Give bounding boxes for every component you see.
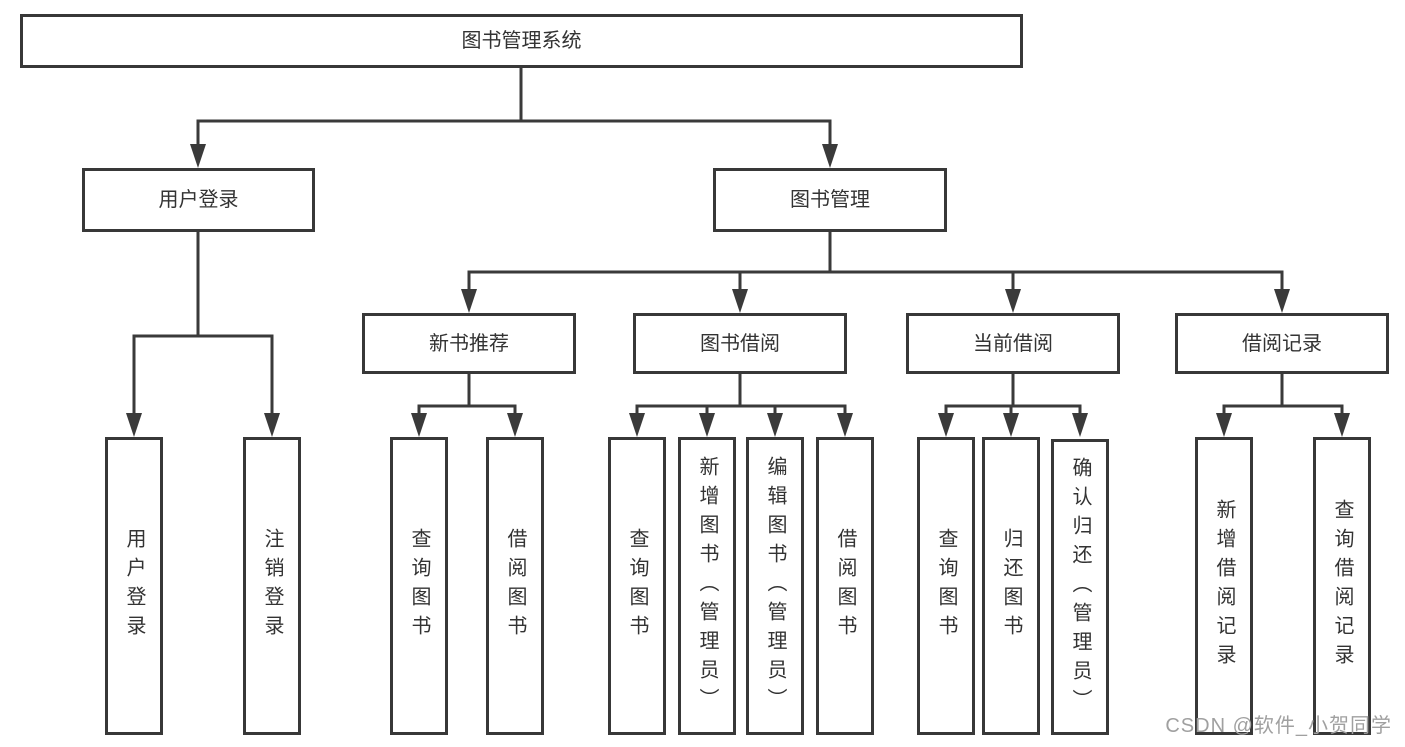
- leaf-edit-books-admin: 编辑图书（管理员）: [746, 437, 804, 735]
- leaf-label: 新增图书（管理员）: [696, 455, 718, 717]
- leaf-user-login: 用户登录: [105, 437, 163, 735]
- leaf-label: 查询图书: [626, 528, 648, 644]
- node-current-borrow: 当前借阅: [906, 313, 1120, 374]
- leaf-label: 查询借阅记录: [1331, 499, 1353, 673]
- node-borrow-records: 借阅记录: [1175, 313, 1389, 374]
- leaf-label: 用户登录: [123, 528, 145, 644]
- leaf-confirm-return-admin: 确认归还（管理员）: [1051, 439, 1109, 735]
- leaf-label: 新增借阅记录: [1213, 499, 1235, 673]
- leaf-label: 归还图书: [1000, 528, 1022, 644]
- leaf-query-borrow-record: 查询借阅记录: [1313, 437, 1371, 735]
- leaf-return-books: 归还图书: [982, 437, 1040, 735]
- leaf-query-books-current: 查询图书: [917, 437, 975, 735]
- leaf-borrow-books-recommend: 借阅图书: [486, 437, 544, 735]
- edges-root-to-level2: [190, 66, 838, 168]
- edges-book-borrow-children: [629, 374, 853, 437]
- leaf-borrow-books: 借阅图书: [816, 437, 874, 735]
- leaf-query-books-recommend: 查询图书: [390, 437, 448, 735]
- node-book-borrow: 图书借阅: [633, 313, 847, 374]
- edges-borrow-records-children: [1216, 374, 1350, 437]
- leaf-add-borrow-record: 新增借阅记录: [1195, 437, 1253, 735]
- watermark: CSDN @软件_小贺同学: [1165, 715, 1392, 737]
- leaf-label: 注销登录: [261, 528, 283, 644]
- leaf-label: 查询图书: [935, 528, 957, 644]
- edges-current-borrow-children: [938, 374, 1088, 437]
- node-new-book-recommend: 新书推荐: [362, 313, 576, 374]
- leaf-add-books-admin: 新增图书（管理员）: [678, 437, 736, 735]
- node-book-mgmt: 图书管理: [713, 168, 947, 232]
- leaf-label: 查询图书: [408, 528, 430, 644]
- leaf-label: 确认归还（管理员）: [1069, 456, 1091, 718]
- leaf-label: 借阅图书: [834, 528, 856, 644]
- edges-new-book-rec-children: [411, 374, 523, 437]
- node-root: 图书管理系统: [20, 14, 1023, 68]
- leaf-logout: 注销登录: [243, 437, 301, 735]
- leaf-query-books-borrow: 查询图书: [608, 437, 666, 735]
- edges-user-login-children: [126, 232, 280, 437]
- leaf-label: 编辑图书（管理员）: [764, 455, 786, 717]
- node-user-login: 用户登录: [82, 168, 315, 232]
- leaf-label: 借阅图书: [504, 528, 526, 644]
- edges-book-mgmt-children: [461, 232, 1290, 313]
